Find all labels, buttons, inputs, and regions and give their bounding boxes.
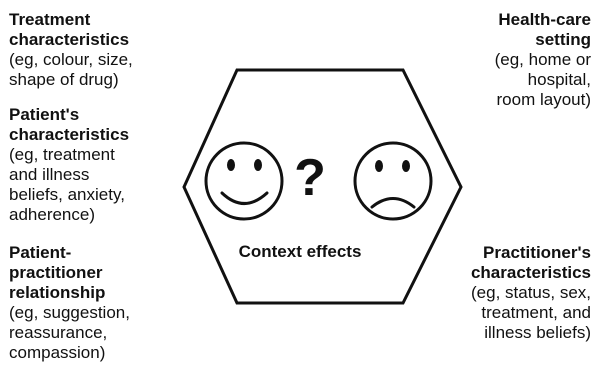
treatment-detail-line-1: (eg, colour, size, <box>9 50 133 69</box>
practitioner-detail-line-3: illness beliefs) <box>484 323 591 342</box>
treatment-heading-line-2: characteristics <box>9 30 130 49</box>
setting-detail-line-2: hospital, <box>527 70 591 89</box>
setting-detail-line-1: (eg, home or <box>494 50 591 69</box>
relationship-heading-line-1: Patient- <box>9 243 72 262</box>
patient-detail-line-1: (eg, treatment <box>9 145 115 164</box>
practitioner-characteristics-block: Practitioner's characteristics (eg, stat… <box>421 243 591 343</box>
context-hexagon <box>182 68 463 305</box>
relationship-detail-line-1: (eg, suggestion, <box>9 303 130 322</box>
health-care-setting-block: Health-care setting (eg, home or hospita… <box>421 10 591 110</box>
smiling-face-icon <box>204 141 284 221</box>
patient-detail-line-2: and illness <box>9 165 90 184</box>
center-label: Context effects <box>238 242 362 261</box>
question-mark: ? <box>294 149 326 207</box>
frowning-face-icon <box>353 141 433 221</box>
practitioner-detail-line-1: (eg, status, sex, <box>471 283 591 302</box>
setting-heading-line-1: Health-care <box>498 10 591 29</box>
patient-detail-line-4: adherence) <box>9 205 96 224</box>
setting-heading-line-2: setting <box>535 30 591 49</box>
practitioner-detail-line-2: treatment, and <box>481 303 591 322</box>
relationship-heading-line-3: relationship <box>9 283 106 302</box>
relationship-detail-line-3: compassion) <box>9 343 106 362</box>
treatment-detail-line-2: shape of drug) <box>9 70 119 89</box>
patient-heading-line-2: characteristics <box>9 125 130 144</box>
practitioner-heading-line-2: characteristics <box>470 263 591 282</box>
relationship-detail-line-2: reassurance, <box>9 323 108 342</box>
treatment-heading-line-1: Treatment <box>9 10 91 29</box>
treatment-characteristics-block: Treatment characteristics (eg, colour, s… <box>9 10 179 90</box>
patient-detail-line-3: beliefs, anxiety, <box>9 185 125 204</box>
patient-practitioner-relationship-block: Patient- practitioner relationship (eg, … <box>9 243 189 363</box>
relationship-heading-line-2: practitioner <box>9 263 103 282</box>
practitioner-heading-line-1: Practitioner's <box>483 243 591 262</box>
setting-detail-line-3: room layout) <box>496 90 591 109</box>
patient-characteristics-block: Patient's characteristics (eg, treatment… <box>9 105 189 225</box>
patient-heading-line-1: Patient's <box>9 105 80 124</box>
